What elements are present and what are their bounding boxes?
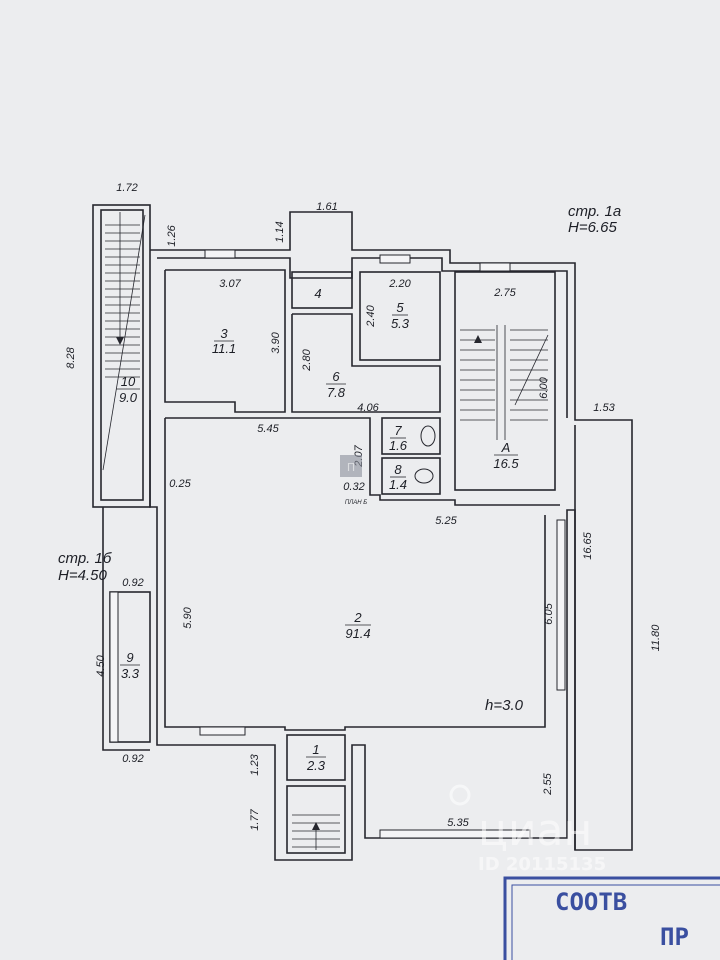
dim-label: 2.20 [388, 278, 411, 290]
room-area-3: 11.1 [212, 341, 236, 356]
sink-icon [420, 425, 436, 447]
stamp-line-1: СООТВ [555, 888, 627, 916]
room-number-a: A [501, 440, 511, 455]
stair-hatching [102, 212, 549, 850]
dim-label: 0.25 [169, 478, 191, 490]
dim-label: 11.80 [650, 624, 662, 652]
room-number-7: 7 [394, 423, 402, 438]
plan-logo: П ПЛАН Б [340, 455, 367, 506]
dim-label: 8.28 [65, 346, 77, 368]
building-label-1b: стр. 1б [58, 550, 112, 567]
stamp-line-2: ПР [660, 923, 689, 951]
room-area-5: 5.3 [391, 316, 410, 331]
dim-label: 5.90 [182, 606, 194, 628]
dim-label: 2.80 [301, 348, 313, 371]
dim-label: 2.40 [365, 304, 377, 327]
height-label-1a: Н=6.65 [568, 219, 617, 236]
room-number-5: 5 [396, 300, 404, 315]
location-pin-icon [449, 784, 471, 806]
dim-label: 1.72 [116, 182, 137, 194]
stair-10-outline [92, 204, 151, 508]
room-number-2: 2 [353, 610, 362, 625]
ceiling-height-label: h=3.0 [485, 697, 524, 714]
dim-label: 1.53 [593, 402, 615, 414]
dim-label: 5.45 [257, 423, 279, 435]
room-number-6: 6 [332, 369, 340, 384]
cian-id: ID 20115135 [478, 854, 606, 875]
dim-label: 16.65 [582, 531, 594, 559]
dim-label: 2.55 [542, 772, 554, 795]
dim-label: 0.32 [343, 481, 364, 493]
room-number-8: 8 [394, 462, 402, 477]
room-number-9: 9 [126, 650, 133, 665]
room-labels: 3 11.1 4 5 5.3 6 7.8 7 1.6 8 1.4 A 16.5 … [116, 286, 519, 773]
plumbing [414, 425, 436, 484]
dim-label: 0.92 [122, 577, 143, 589]
room-area-1: 2.3 [306, 758, 326, 773]
dim-label: 3.90 [270, 331, 282, 353]
building-label-1a: стр. 1а [568, 203, 621, 220]
dim-label: 1.61 [316, 201, 337, 213]
room-area-a: 16.5 [493, 456, 519, 471]
dim-label: 5.35 [447, 817, 469, 829]
room-area-10: 9.0 [119, 390, 138, 405]
stair-arrow-icon [116, 337, 124, 345]
dim-label: 4.50 [95, 654, 107, 676]
height-label-1b: Н=4.50 [58, 567, 107, 584]
dimension-labels: 1.72 1.26 1.14 1.61 8.28 3.07 3.90 2.80 … [65, 182, 662, 831]
dim-label: 4.06 [357, 402, 379, 414]
dim-label: 1.77 [249, 808, 261, 830]
dim-label: 1.14 [274, 221, 286, 242]
room-area-8: 1.4 [389, 477, 407, 492]
dim-label: 5.25 [435, 515, 457, 527]
stamp: СООТВ ПР [503, 876, 720, 960]
cian-watermark: циан ID 20115135 [449, 784, 606, 875]
dim-label: 1.23 [249, 753, 261, 775]
room-number-4: 4 [314, 286, 321, 301]
stair-arrow-icon [474, 335, 482, 343]
dim-label: 6.00 [538, 376, 550, 398]
room-area-2: 91.4 [345, 626, 370, 641]
dim-label: 1.26 [166, 224, 178, 246]
stair-arrow-icon [312, 822, 320, 830]
windows [109, 249, 566, 839]
room-area-7: 1.6 [389, 438, 408, 453]
svg-text:П: П [347, 461, 355, 474]
dim-label: 6.05 [543, 602, 555, 624]
dim-label: 2.75 [493, 287, 516, 299]
walls [92, 204, 633, 861]
room-number-3: 3 [220, 326, 228, 341]
dim-label: 3.07 [219, 278, 241, 290]
room-number-10: 10 [121, 374, 136, 389]
room-area-6: 7.8 [327, 385, 346, 400]
logo-label: ПЛАН Б [345, 500, 367, 506]
room-area-9: 3.3 [121, 666, 140, 681]
room-number-1: 1 [312, 742, 319, 757]
cian-brand: циан [478, 805, 592, 856]
dim-label: 0.92 [122, 753, 143, 765]
toilet-icon [414, 468, 434, 484]
